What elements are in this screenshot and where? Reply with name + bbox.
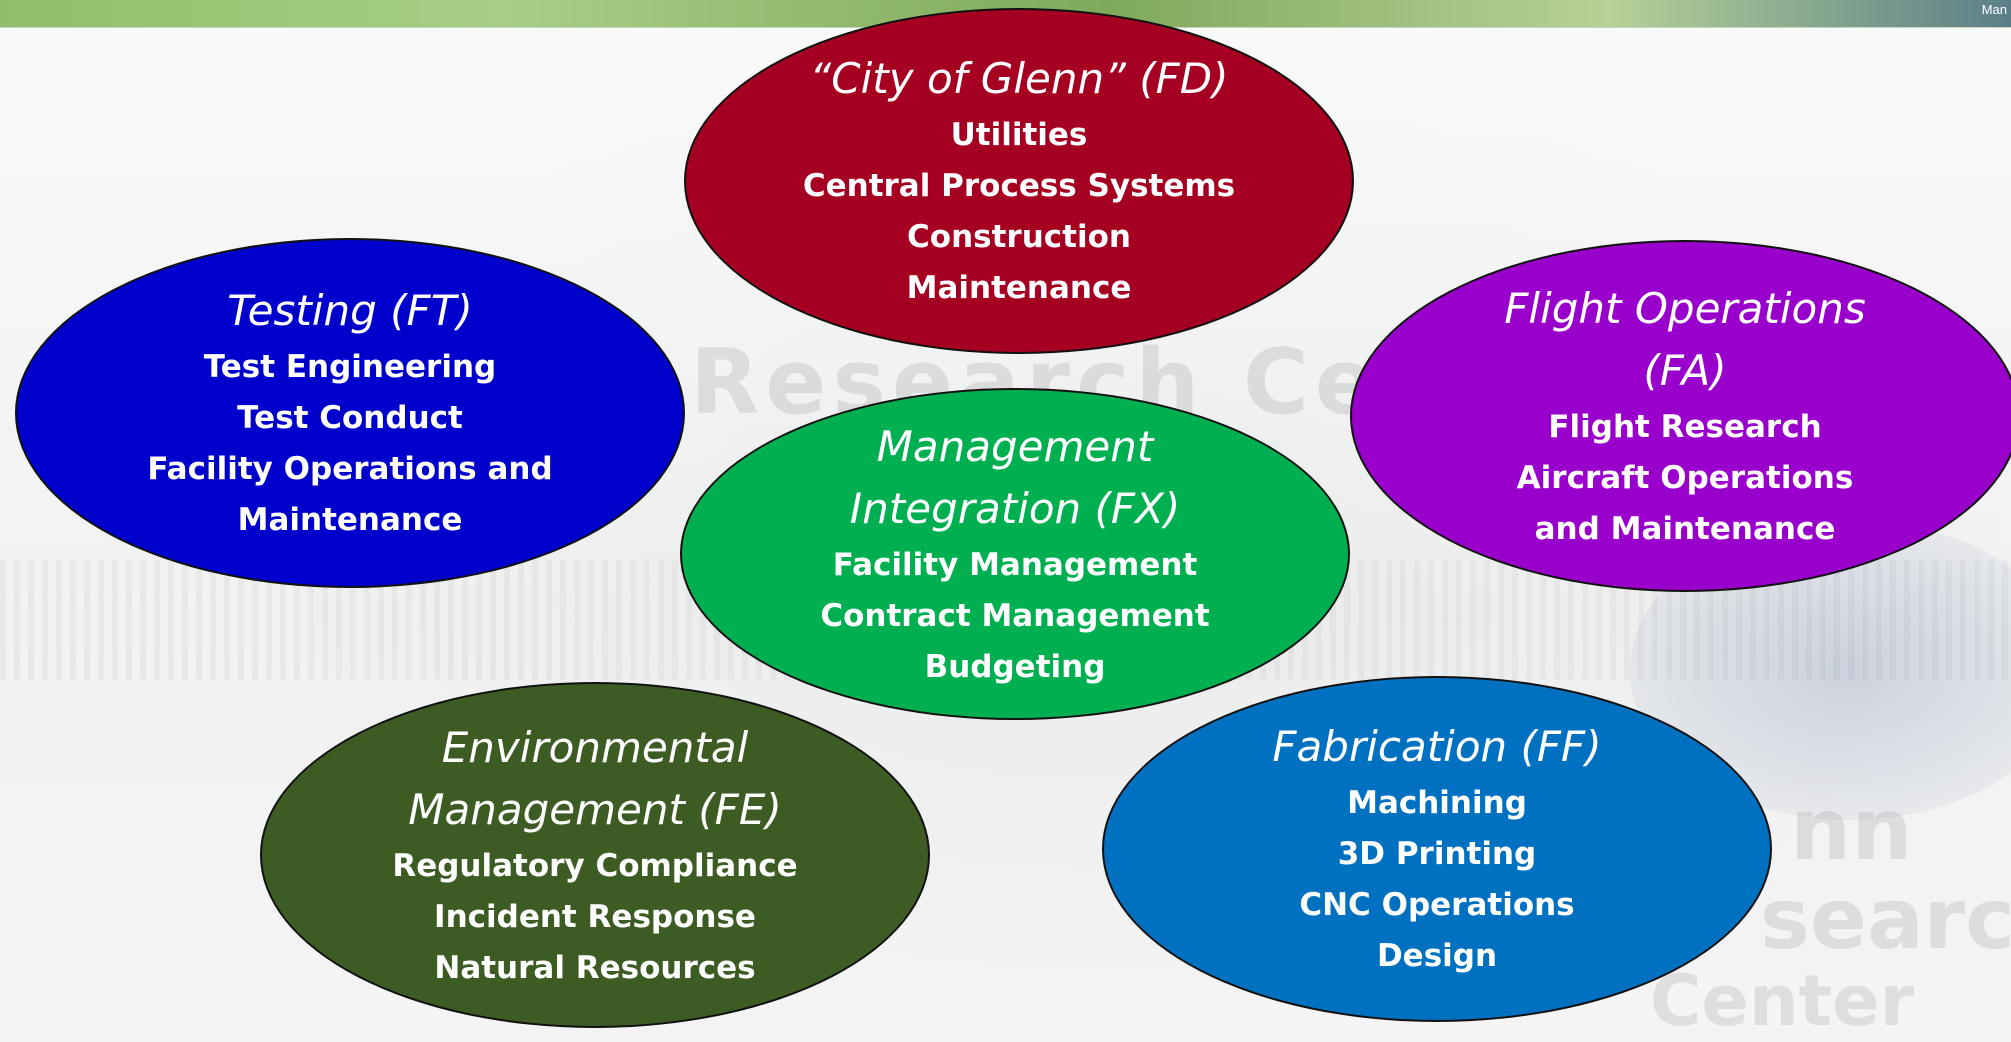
ellipse-item: Utilities [950,117,1088,153]
ellipse-item: Machining [1347,785,1527,821]
ellipse-flight-operations: Flight Operations (FA) Flight Research A… [1350,240,2011,592]
ellipse-item: Construction [907,219,1131,255]
ellipse-title: Management [876,421,1154,471]
ellipse-title-line2: Management (FE) [408,784,782,834]
watermark-glenn: nn [1790,780,1913,880]
ellipse-item: CNC Operations [1299,887,1575,923]
ellipse-item: Facility Operations and [147,451,553,487]
ellipse-item: Flight Research [1548,408,1822,445]
ellipse-item: 3D Printing [1337,836,1537,872]
watermark-research-2: search [1760,870,2011,968]
ellipse-item: Central Process Systems [802,168,1236,204]
ellipse-fabrication: Fabrication (FF) Machining 3D Printing C… [1102,676,1772,1022]
ellipse-item: Budgeting [924,648,1106,685]
ellipse-item: Maintenance [906,270,1132,306]
ellipse-title: “City of Glenn” (FD) [809,54,1229,103]
ellipse-environmental-management: Environmental Management (FE) Regulatory… [260,682,930,1028]
ellipse-title: Environmental [441,722,749,772]
ellipse-item: Maintenance [237,502,463,538]
ellipse-title-line2: (FA) [1643,345,1727,395]
ellipse-management-integration: Management Integration (FX) Facility Man… [680,388,1350,720]
watermark-center: Center [1650,960,1915,1042]
ellipse-title: Testing (FT) [227,286,473,335]
ellipse-item: Facility Management [832,546,1198,583]
ellipse-title-line2: Integration (FX) [849,483,1181,533]
ellipse-item: and Maintenance [1534,510,1836,547]
ellipse-title: Flight Operations [1504,283,1866,333]
ellipse-item: Regulatory Compliance [392,847,798,884]
corner-label: Man [1981,2,2007,17]
ellipse-item: Aircraft Operations [1516,459,1854,496]
ellipse-title: Fabrication (FF) [1272,722,1602,771]
ellipse-item: Contract Management [820,597,1210,634]
ellipse-city-of-glenn: “City of Glenn” (FD) Utilities Central P… [684,8,1354,354]
ellipse-item: Design [1376,938,1498,974]
ellipse-item: Incident Response [434,898,756,935]
ellipse-testing: Testing (FT) Test Engineering Test Condu… [15,238,685,588]
ellipse-item: Test Conduct [237,400,463,436]
ellipse-item: Natural Resources [434,949,756,986]
ellipse-item: Test Engineering [203,349,497,385]
